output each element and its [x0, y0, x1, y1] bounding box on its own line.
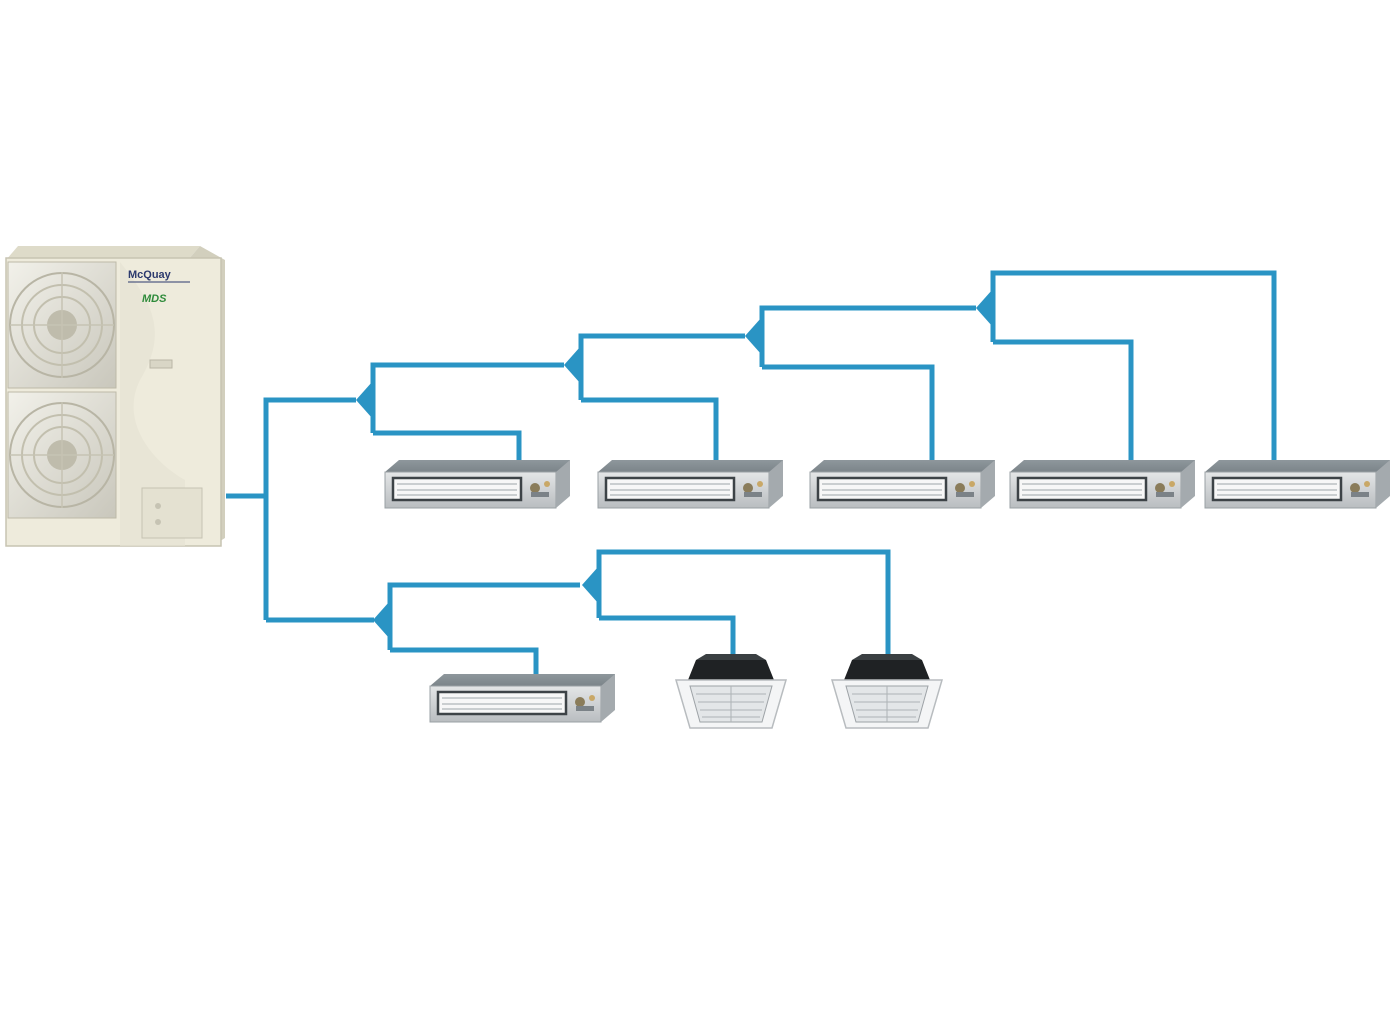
ducted-indoor-unit-icon [1203, 458, 1392, 510]
cassette-indoor-unit-icon [675, 653, 787, 729]
ducted-indoor-unit-icon [596, 458, 785, 510]
branch-joint-icon [373, 602, 389, 638]
branch-joint-icon [564, 347, 580, 383]
branch-joint-icon [745, 318, 761, 354]
fan-grille-icon [9, 272, 115, 378]
branch-joint-icon [582, 567, 598, 603]
cassette-indoor-unit-icon [831, 653, 943, 729]
ducted-indoor-unit-icon [1008, 458, 1197, 510]
brand-logo: McQuay [128, 269, 172, 281]
fan-grille-icon [9, 402, 115, 508]
branch-joint-icon [356, 382, 372, 418]
ducted-indoor-unit-icon [808, 458, 997, 510]
branch-joint-icon [976, 290, 992, 326]
ducted-indoor-unit-icon [428, 672, 617, 724]
outdoor-unit: McQuay MDS [5, 246, 225, 547]
ducted-indoor-unit-icon [383, 458, 572, 510]
refrigerant-piping [226, 270, 1277, 680]
series-logo: MDS [142, 293, 167, 305]
